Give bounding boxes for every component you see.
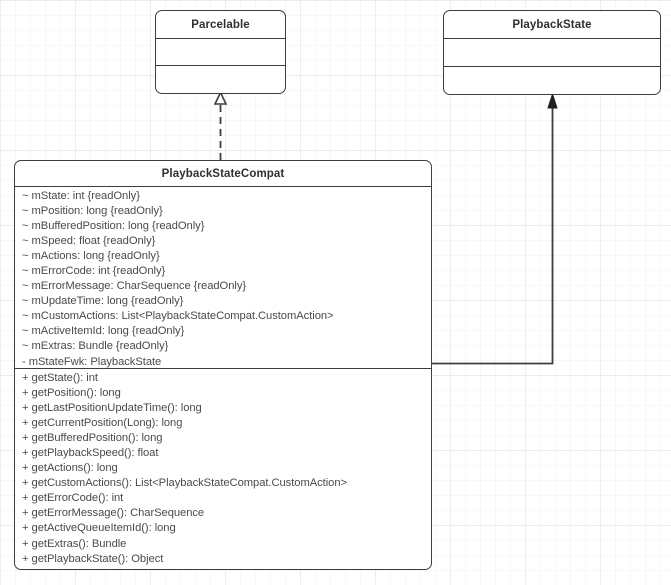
class-operations-playbackstatecompat: + getState(): int + getPosition(): long + …: [15, 369, 431, 567]
operation-row: + getPlaybackSpeed(): float: [22, 447, 159, 460]
filled-arrowhead-icon: [547, 92, 558, 109]
attribute-row: ~ mActions: long {readOnly}: [22, 250, 160, 263]
class-attributes-parcelable: [156, 39, 285, 66]
attribute-row: ~ mErrorMessage: CharSequence {readOnly}: [22, 280, 247, 293]
operation-row: + getErrorCode(): int: [22, 492, 124, 505]
attribute-row: ~ mExtras: Bundle {readOnly}: [22, 340, 169, 353]
operation-row: + getCustomActions(): List<PlaybackState…: [22, 477, 348, 490]
class-operations-parcelable: [156, 66, 285, 92]
class-box-playbackstatecompat[interactable]: PlaybackStateCompat ~ mState: int {readO…: [14, 160, 432, 570]
attribute-row: ~ mState: int {readOnly}: [22, 190, 140, 202]
class-name-playbackstate: PlaybackState: [444, 11, 660, 39]
class-box-parcelable[interactable]: Parcelable: [155, 10, 286, 94]
operation-row: + getExtras(): Bundle: [22, 537, 127, 550]
class-attributes-playbackstate: [444, 39, 660, 67]
association-solid-line: [432, 106, 554, 365]
attribute-row: ~ mCustomActions: List<PlaybackStateComp…: [22, 310, 334, 323]
attribute-row: ~ mErrorCode: int {readOnly}: [22, 265, 166, 278]
association-connector-playbackstate[interactable]: [432, 92, 558, 365]
class-name-playbackstatecompat: PlaybackStateCompat: [15, 161, 431, 187]
hollow-triangle-arrowhead-icon: [213, 90, 228, 105]
operation-row: + getLastPositionUpdateTime(): long: [22, 402, 202, 415]
operation-row: + getActiveQueueItemId(): long: [22, 522, 176, 535]
attribute-row: ~ mBufferedPosition: long {readOnly}: [22, 220, 205, 233]
operation-row: + getPlaybackState(): Object: [22, 552, 164, 565]
operation-row: + getBufferedPosition(): long: [22, 432, 163, 445]
operation-row: + getErrorMessage(): CharSequence: [22, 507, 205, 520]
operation-row: + getCurrentPosition(Long): long: [22, 417, 183, 430]
class-name-parcelable: Parcelable: [156, 11, 285, 39]
attribute-row: - mStateFwk: PlaybackState: [22, 355, 162, 368]
attribute-row: ~ mUpdateTime: long {readOnly}: [22, 295, 184, 308]
class-box-playbackstate[interactable]: PlaybackState: [443, 10, 661, 95]
attribute-row: ~ mPosition: long {readOnly}: [22, 205, 163, 218]
attribute-row: ~ mSpeed: float {readOnly}: [22, 235, 156, 248]
operation-row: + getState(): int: [22, 372, 98, 384]
operation-row: + getActions(): long: [22, 462, 118, 475]
attribute-row: ~ mActiveItemId: long {readOnly}: [22, 325, 185, 338]
operation-row: + getPosition(): long: [22, 387, 121, 400]
class-operations-playbackstate: [444, 67, 660, 93]
realization-connector-parcelable[interactable]: [213, 90, 228, 161]
class-attributes-playbackstatecompat: ~ mState: int {readOnly} ~ mPosition: lon…: [15, 187, 431, 369]
